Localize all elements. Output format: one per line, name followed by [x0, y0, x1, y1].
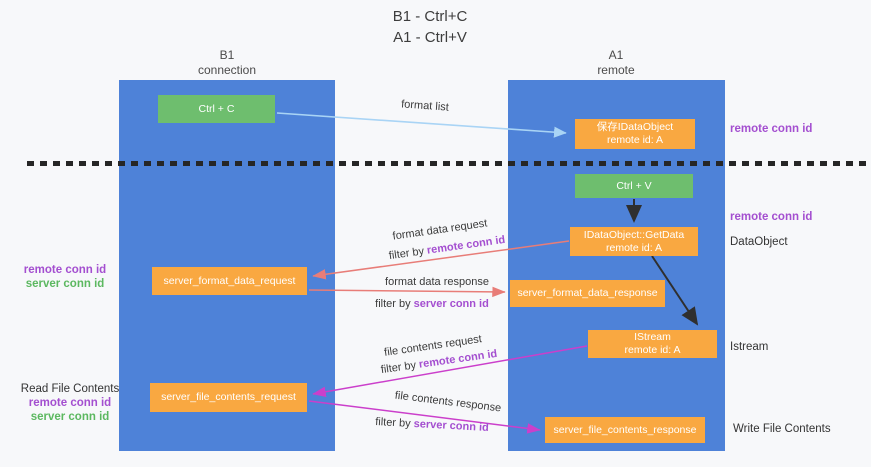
node-istream-label: IStream — [634, 331, 671, 343]
ann-read-file-contents-block: Read File Contents remote conn id server… — [15, 382, 125, 424]
node-server-file-contents-response: server_file_contents_response — [545, 417, 705, 443]
arrow-format-data-response — [308, 286, 506, 298]
server-conn-id-text: server conn id — [25, 278, 105, 290]
node-server-file-contents-request: server_file_contents_request — [150, 383, 307, 412]
node-idataobject-getdata: IDataObject::GetData remote id: A — [570, 227, 698, 256]
node-istream: IStream remote id: A — [588, 330, 717, 358]
remote-conn-id-text: remote conn id — [23, 264, 107, 276]
node-server-format-data-response: server_format_data_response — [510, 280, 665, 307]
read-file-contents-text: Read File Contents — [20, 383, 120, 395]
lane-header-b1: B1 connection — [167, 48, 287, 78]
server-conn-id-text: server conn id — [30, 411, 110, 423]
node-save-idataobject: 保存IDataObject remote id: A — [575, 119, 695, 149]
node-server-format-data-request: server_format_data_request — [152, 267, 307, 295]
dataobject-text: DataObject — [730, 236, 788, 248]
diagram-title: B1 - Ctrl+C A1 - Ctrl+V — [330, 6, 530, 48]
node-save-idataobject-label: 保存IDataObject — [596, 121, 674, 133]
ann-remote-conn-id-top: remote conn id — [730, 123, 812, 135]
lane-a1-role: remote — [597, 63, 635, 77]
node-server-file-contents-response-label: server_file_contents_response — [553, 423, 697, 436]
server-conn-id-text: server conn id — [413, 418, 490, 434]
filter-by-text: filter by — [374, 416, 411, 430]
title-line-1: B1 - Ctrl+C — [392, 8, 468, 25]
ann-write-file-contents: Write File Contents — [733, 423, 831, 435]
node-ctrl-c: Ctrl + C — [158, 95, 275, 123]
node-save-idataobject-sub: remote id: A — [606, 134, 664, 146]
label-file-contents-response-text: file contents response — [394, 389, 502, 415]
lane-a1-name: A1 — [608, 48, 624, 62]
remote-conn-id-text: remote conn id — [28, 397, 112, 409]
remote-conn-id-text: remote conn id — [730, 211, 813, 223]
lane-b1-role: connection — [197, 63, 257, 77]
remote-conn-id-text: remote conn id — [426, 233, 506, 257]
filter-by-text: filter by — [388, 245, 425, 263]
node-ctrl-v: Ctrl + V — [575, 174, 693, 198]
session-separator-dashed-line — [27, 161, 871, 166]
ann-dataobject: DataObject — [730, 236, 788, 248]
label-format-data-response-text: format data response — [385, 276, 489, 288]
lane-header-a1: A1 remote — [556, 48, 676, 78]
filter-by-text: filter by — [375, 298, 411, 310]
istream-text: Istream — [730, 341, 769, 353]
node-server-format-data-request-label: server_format_data_request — [163, 274, 296, 287]
label-format-list: format list — [401, 98, 449, 113]
ann-conn-ids-left: remote conn id server conn id — [15, 263, 115, 291]
filter-by-text: filter by — [380, 359, 417, 377]
node-idataobject-getdata-label: IDataObject::GetData — [583, 228, 685, 241]
ann-istream: Istream — [730, 341, 768, 353]
label-file-contents-response: file contents response — [394, 390, 502, 415]
node-ctrl-c-label: Ctrl + C — [198, 102, 235, 115]
node-idataobject-getdata-sub: remote id: A — [605, 241, 663, 254]
node-ctrl-v-label: Ctrl + V — [616, 179, 652, 192]
ann-remote-conn-id-mid: remote conn id — [730, 211, 812, 223]
lane-b1-name: B1 — [219, 48, 235, 62]
write-file-contents-text: Write File Contents — [733, 423, 831, 435]
server-conn-id-text: server conn id — [413, 298, 489, 310]
node-server-file-contents-request-label: server_file_contents_request — [161, 391, 296, 403]
remote-conn-id-text: remote conn id — [730, 123, 813, 135]
title-line-2: A1 - Ctrl+V — [393, 29, 467, 46]
label-format-data-response: format data response — [385, 276, 489, 288]
label-format-list-text: format list — [400, 98, 450, 114]
node-server-format-data-response-label: server_format_data_response — [517, 287, 658, 299]
node-istream-sub: remote id: A — [624, 344, 681, 356]
